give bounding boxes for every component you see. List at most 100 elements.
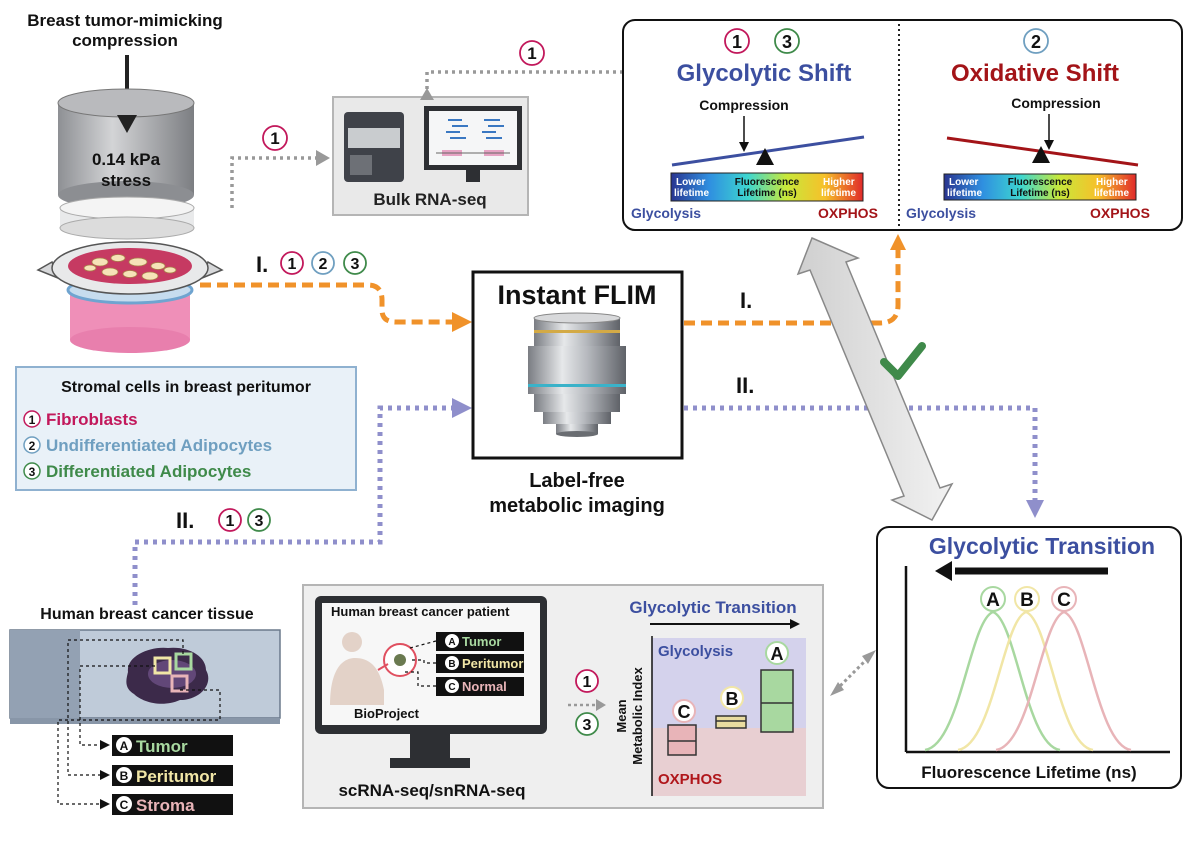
- purple-path-out: [684, 405, 1038, 500]
- stress-line2: stress: [101, 171, 151, 190]
- compression-label-right: Compression: [1011, 95, 1100, 111]
- box-label-a: A: [771, 644, 784, 664]
- purple-arrowhead-in: [452, 398, 472, 418]
- seq-caption: scRNA-seq/snRNA-seq: [338, 781, 525, 800]
- shift-num-3: 3: [782, 32, 792, 52]
- seq-ylabel-line2: Metabolic Index: [630, 666, 645, 764]
- oxidative-shift-title: Oxidative Shift: [951, 60, 1119, 87]
- bar-left-lower-2: lifetime: [674, 188, 709, 199]
- seq-arrow-num-3: 3: [583, 717, 592, 734]
- path-ii-label: II.: [176, 508, 194, 533]
- glycolysis-right: Glycolysis: [906, 205, 976, 221]
- bioproject-label: BioProject: [354, 706, 420, 721]
- bulk-rnaseq-panel: Bulk RNA-seq: [332, 96, 529, 216]
- seq-glycolysis-label: Glycolysis: [658, 643, 733, 660]
- stress-line1: 0.14 kPa: [92, 150, 161, 169]
- peak-curve-b: [957, 610, 1094, 752]
- orange-arrowhead-out: [890, 234, 906, 250]
- tissue-letter-b: B: [120, 769, 129, 783]
- shift-num-1: 1: [732, 32, 742, 52]
- bar-left-mid-1: Fluorescence: [735, 177, 800, 188]
- shift-num-2: 2: [1031, 32, 1041, 52]
- flim-caption-line1: Label-free: [529, 470, 625, 492]
- culture-dish: [36, 241, 224, 353]
- purple-path-in: [132, 405, 452, 605]
- bar-left-mid-2: Lifetime (ns): [737, 188, 796, 199]
- bar-left-higher-2: lifetime: [821, 188, 856, 199]
- stromal-legend: Stromal cells in breast peritumor 1 Fibr…: [15, 366, 357, 491]
- seq-transition-link: [834, 654, 872, 692]
- bar-right-lower-1: Lower: [949, 177, 979, 188]
- compression-title-line2: compression: [72, 31, 178, 50]
- seq-arrow-num-1: 1: [583, 674, 592, 691]
- seq-label-tumor: Tumor: [462, 634, 501, 649]
- seq-letter-c: C: [448, 682, 455, 693]
- transition-title: Glycolytic Transition: [929, 533, 1155, 559]
- bar-left-higher-1: Higher: [823, 177, 855, 188]
- validation-double-arrow: [796, 237, 954, 521]
- flim-box: Instant FLIM: [471, 270, 684, 460]
- scrnaseq-panel: Human breast cancer patient A Tumor B Pe…: [302, 584, 824, 809]
- seq-oxphos-label: OXPHOS: [658, 771, 722, 788]
- bulk-rnaseq-label: Bulk RNA-seq: [373, 190, 486, 209]
- path-ii-num-3: 3: [255, 513, 264, 530]
- path-ii-num-1: 1: [226, 513, 235, 530]
- seq-label-normal: Normal: [462, 679, 507, 694]
- spacer-disc: [59, 196, 195, 240]
- bar-right-higher-1: Higher: [1096, 177, 1128, 188]
- box-b: [715, 715, 747, 729]
- peak-label-b: B: [1020, 590, 1034, 611]
- seesaw-left: [671, 135, 865, 167]
- glycolytic-shift-title: Glycolytic Shift: [677, 60, 852, 87]
- objective-lens-icon: [528, 312, 626, 437]
- path-i-num-3: 3: [351, 256, 360, 273]
- bar-right-mid-2: Lifetime (ns): [1010, 188, 1069, 199]
- flim-caption-line2: metabolic imaging: [489, 495, 665, 517]
- seq-chart-title: Glycolytic Transition: [629, 598, 796, 617]
- arrowhead-dish-to-bulk: [316, 150, 330, 166]
- stromal-item-undiff: Undifferentiated Adipocytes: [46, 436, 272, 455]
- fulcrum-right: [1032, 146, 1050, 163]
- peak-label-c: C: [1057, 590, 1071, 611]
- box-label-c: C: [678, 702, 691, 722]
- path-i-num-2: 2: [319, 256, 328, 273]
- oxphos-left: OXPHOS: [818, 205, 878, 221]
- roi-stroma: [170, 674, 189, 693]
- weight-cylinder: [57, 88, 195, 209]
- stromal-num-1: 1: [29, 413, 36, 427]
- seq-ylabel-line1: Mean: [614, 699, 629, 732]
- transition-arrowhead: [935, 561, 952, 581]
- patient-title: Human breast cancer patient: [331, 604, 510, 619]
- compression-title-line1: Breast tumor-mimicking: [27, 11, 223, 30]
- box-c: [667, 724, 697, 756]
- seq-letter-a: A: [448, 637, 455, 648]
- box-a: [760, 669, 794, 733]
- flim-title: Instant FLIM: [498, 280, 657, 310]
- transition-xlabel: Fluorescence Lifetime (ns): [921, 763, 1136, 782]
- stromal-num-2: 2: [29, 439, 36, 453]
- stromal-item-diff: Differentiated Adipocytes: [46, 462, 251, 481]
- tissue-label-tumor: Tumor: [136, 737, 188, 756]
- tissue-letter-c: C: [120, 798, 129, 812]
- check-icon: [880, 342, 926, 380]
- bar-right-lower-2: lifetime: [947, 188, 982, 199]
- path-i-num-1: 1: [288, 256, 297, 273]
- patient-illustration: [330, 632, 417, 705]
- bar-left-lower-1: Lower: [676, 177, 706, 188]
- purple-arrowhead-out: [1026, 500, 1044, 518]
- tissue-label-stroma: Stroma: [136, 796, 195, 815]
- compression-label-left: Compression: [699, 97, 788, 113]
- tissue-label-peritumor: Peritumor: [136, 767, 217, 786]
- transition-panel: Glycolytic Transition A B C Fluorescence…: [876, 526, 1182, 789]
- tissue-letter-a: A: [120, 739, 129, 753]
- arrow-dish-to-bulk: [230, 156, 318, 208]
- lifetime-bar-right: [943, 173, 1137, 201]
- bulk-out-num: 1: [527, 44, 536, 63]
- arrowhead-bulk-up: [420, 88, 434, 100]
- stromal-item-fibroblasts: Fibroblasts: [46, 410, 138, 429]
- seq-label-peritumor: Peritumor: [462, 656, 523, 671]
- bar-right-mid-1: Fluorescence: [1008, 177, 1073, 188]
- bulk-in-num: 1: [270, 129, 279, 148]
- lifetime-bar-left: [670, 172, 864, 202]
